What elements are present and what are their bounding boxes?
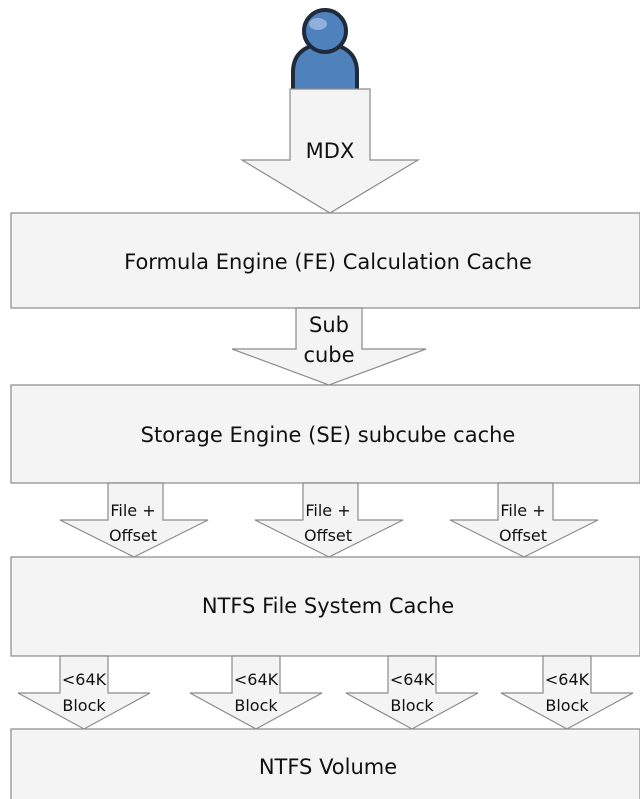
file-offset-arrow-label-line2: Offset [304,526,352,545]
subcube-arrow-label-line1: Sub [309,313,349,337]
ntfs-cache-box-rect [10,556,640,657]
block-arrow-label-line1: <64K [390,670,435,689]
storage-engine-box: Storage Engine (SE) subcube cache [10,384,640,484]
ntfs-cache-box-label: NTFS File System Cache [202,594,454,618]
ntfs-volume-box-rect [10,728,640,799]
mdx-arrow: MDX [239,88,421,214]
block-arrow: <64K Block [189,655,323,730]
file-offset-arrow-shape [59,482,209,558]
block-arrow: <64K Block [500,655,634,730]
file-offset-arrow-label-line1: File + [500,501,545,520]
block-arrow-label-line2: Block [545,696,589,715]
block-arrow-label-line1: <64K [545,670,590,689]
file-offset-arrow-label-line2: Offset [109,526,157,545]
file-offset-arrow-shape [254,482,404,558]
file-offset-arrow: File + Offset [449,482,599,558]
ntfs-volume-box-label: NTFS Volume [259,755,397,779]
mdx-arrow-shape [239,88,421,214]
user-icon [291,8,359,93]
block-arrow-shape [500,655,634,730]
file-offset-arrow-label-line1: File + [110,501,155,520]
block-arrow-shape [189,655,323,730]
formula-engine-box: Formula Engine (FE) Calculation Cache [10,212,640,309]
storage-engine-box-label: Storage Engine (SE) subcube cache [141,423,516,447]
file-offset-arrow: File + Offset [59,482,209,558]
mdx-arrow-label: MDX [306,139,355,163]
subcube-arrow-label-line2: cube [303,343,354,367]
block-arrow: <64K Block [17,655,151,730]
block-arrow-shape [345,655,479,730]
block-arrow-label-line2: Block [62,696,106,715]
subcube-arrow-shape [231,307,427,386]
user-head-highlight [309,18,327,30]
block-arrow-label-line2: Block [390,696,434,715]
ntfs-cache-box: NTFS File System Cache [10,556,640,657]
storage-engine-box-rect [10,384,640,484]
formula-engine-box-rect [10,212,640,309]
ntfs-volume-box: NTFS Volume [10,728,640,799]
file-offset-arrow-shape [449,482,599,558]
file-offset-arrow-label-line2: Offset [499,526,547,545]
file-offset-arrow: File + Offset [254,482,404,558]
block-arrow-label-line1: <64K [62,670,107,689]
user-head [302,8,348,54]
subcube-arrow: Sub cube [231,307,427,386]
file-offset-arrow-label-line1: File + [305,501,350,520]
block-arrow: <64K Block [345,655,479,730]
formula-engine-box-label: Formula Engine (FE) Calculation Cache [124,250,532,274]
block-arrow-label-line2: Block [234,696,278,715]
block-arrow-label-line1: <64K [234,670,279,689]
block-arrow-shape [17,655,151,730]
